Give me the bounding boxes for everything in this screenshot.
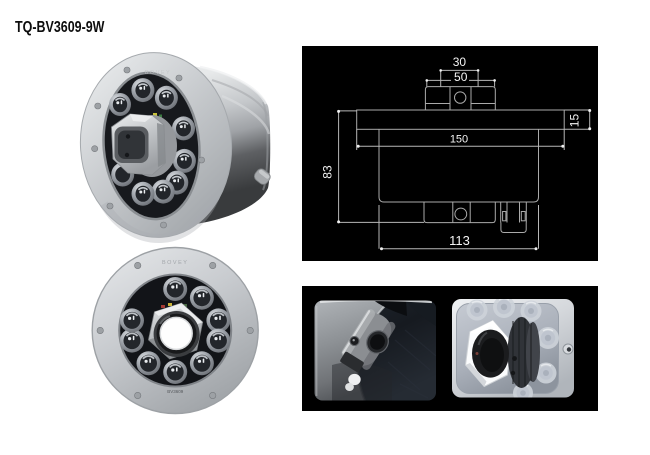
- svg-text:150: 150: [450, 134, 468, 146]
- svg-text:BV3609: BV3609: [167, 389, 184, 394]
- svg-text:30: 30: [453, 55, 467, 69]
- svg-text:BOVEY: BOVEY: [145, 70, 171, 76]
- svg-text:83: 83: [321, 165, 335, 179]
- svg-text:50: 50: [454, 70, 468, 84]
- svg-text:BOVEY: BOVEY: [162, 260, 188, 266]
- svg-text:15: 15: [568, 114, 582, 128]
- svg-text:113: 113: [449, 233, 470, 248]
